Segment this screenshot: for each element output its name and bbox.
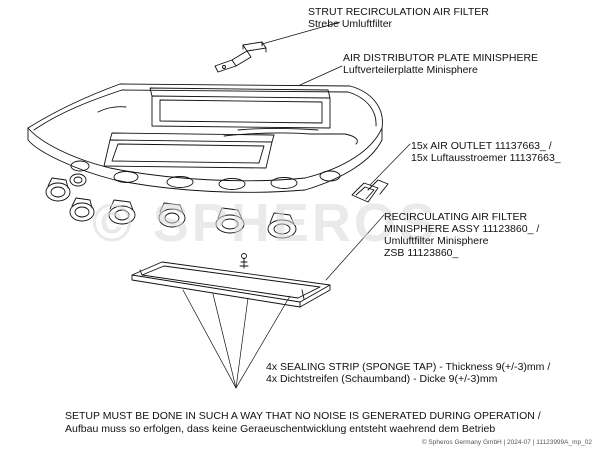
- strut-label: STRUT RECIRCULATION AIR FILTER Strebe Um…: [308, 6, 489, 30]
- distributor-label: AIR DISTRIBUTOR PLATE MINISPHERE Luftver…: [343, 52, 539, 76]
- leader-lines: [182, 21, 411, 389]
- filter-label: RECIRCULATING AIR FILTER MINISPHERE ASSY…: [384, 211, 540, 259]
- air-outlets-part: [45, 173, 389, 239]
- strut-part: [214, 41, 267, 73]
- filter-part: [131, 253, 331, 308]
- sealing-strip-label: 4x SEALING STRIP (SPONGE TAP) - Thicknes…: [266, 361, 551, 385]
- setup-note: SETUP MUST BE DONE IN SUCH A WAY THAT NO…: [65, 410, 541, 435]
- watermark: © SPHEROS: [92, 193, 438, 253]
- copyright-note: © Spheros Germany GmbH | 2024-07 | 11123…: [421, 439, 592, 446]
- distributor-plate-part: [27, 83, 383, 193]
- outlet-label: 15x AIR OUTLET 11137663_ / 15x Luftausst…: [411, 140, 561, 164]
